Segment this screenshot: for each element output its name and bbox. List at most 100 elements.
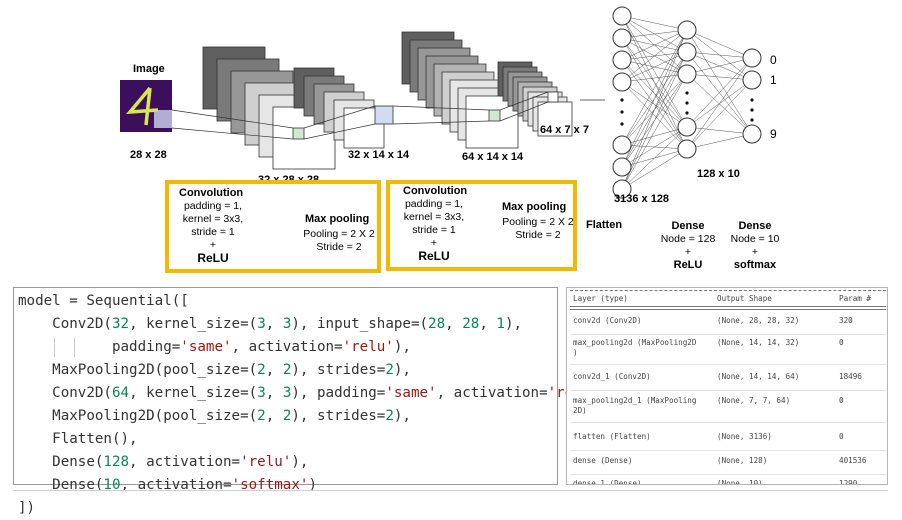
code-token: 2 bbox=[257, 362, 266, 378]
shape-cell: (None, 14, 14, 32) bbox=[717, 338, 800, 347]
code-token: 28 bbox=[462, 316, 480, 332]
synapse bbox=[686, 79, 753, 150]
neuron bbox=[612, 157, 632, 177]
pool-title: Max pooling bbox=[502, 201, 567, 213]
code-token: 2 bbox=[385, 362, 394, 378]
shape-cell: (None, 14, 14, 64) bbox=[717, 372, 800, 381]
synapse bbox=[621, 29, 688, 190]
code-token: ), bbox=[393, 362, 411, 378]
code-token: 10 bbox=[103, 477, 121, 493]
code-token: 1 bbox=[496, 316, 505, 332]
indent-guide bbox=[74, 338, 75, 357]
code-token: , activation= bbox=[436, 385, 548, 401]
ellipsis-dot bbox=[620, 110, 624, 114]
model-summary-table: Layer (type) Output Shape Param # conv2d… bbox=[566, 287, 888, 485]
pool1-size-label: 32 x 14 x 14 bbox=[348, 149, 410, 161]
code-token: 'same' bbox=[180, 339, 232, 355]
synapse bbox=[686, 51, 753, 59]
code-line: MaxPooling2D(pool_size=(2, 2), strides=2… bbox=[14, 359, 557, 382]
synapse bbox=[621, 37, 688, 128]
conv-block-1: Convolution padding = 1, kernel = 3x3, s… bbox=[165, 180, 381, 273]
code-token: padding= bbox=[18, 339, 181, 355]
params-cell: 0 bbox=[839, 432, 844, 441]
code-token: 2 bbox=[257, 408, 266, 424]
layer-cell: conv2d_1 (Conv2D) bbox=[573, 372, 651, 381]
code-token: ), strides= bbox=[291, 408, 386, 424]
neuron bbox=[742, 70, 762, 90]
code-line: Dense(10, activation='softmax') bbox=[14, 474, 557, 497]
code-token: , bbox=[479, 316, 497, 332]
code-token: 128 bbox=[103, 454, 130, 470]
params-cell: 401536 bbox=[839, 456, 867, 465]
synapse bbox=[621, 126, 688, 168]
ellipsis-dot bbox=[620, 98, 624, 102]
conv-title: Convolution bbox=[179, 187, 244, 199]
synapse bbox=[621, 81, 688, 150]
code-token: ), bbox=[504, 316, 523, 332]
output-label-9: 9 bbox=[770, 127, 777, 141]
synapse bbox=[621, 148, 688, 190]
network-graphic bbox=[120, 6, 762, 199]
synapse bbox=[621, 51, 688, 83]
conv-title: Convolution bbox=[403, 185, 468, 197]
synapse bbox=[621, 126, 688, 190]
code-token: MaxPooling2D(pool_size=( bbox=[18, 362, 258, 378]
summary-row-separator bbox=[570, 334, 886, 335]
pool-title: Max pooling bbox=[305, 213, 370, 225]
code-token: , bbox=[265, 385, 283, 401]
code-token: , kernel_size=( bbox=[129, 385, 258, 401]
conv2-size-label: 64 x 14 x 14 bbox=[462, 151, 524, 163]
model-code-block[interactable]: model = Sequential([ Conv2D( 3 2 , kernel_s… bbox=[13, 287, 616, 516]
neuron bbox=[612, 179, 632, 199]
code-line: MaxPooling2D(pool_size=(2, 2), strides=2… bbox=[14, 405, 557, 428]
layer-cell: conv2d (Conv2D) bbox=[573, 316, 642, 325]
neuron bbox=[612, 28, 632, 48]
pool-highlight bbox=[547, 91, 559, 103]
conv-params: padding = 1, kernel = 3x3, stride = 1 + … bbox=[171, 200, 255, 265]
neuron bbox=[612, 50, 632, 70]
layer-cell: dense (Dense) bbox=[573, 456, 633, 465]
synapse bbox=[621, 29, 688, 61]
ellipsis-dot bbox=[685, 101, 689, 105]
code-token: 'softmax' bbox=[231, 477, 309, 493]
projection-line bbox=[171, 127, 294, 140]
code-line: Conv2D(32, kernel_size=(3, 3), input_sha… bbox=[14, 313, 557, 336]
projection-line bbox=[171, 109, 294, 129]
code-token: Flatten(), bbox=[18, 431, 138, 447]
neuron bbox=[677, 42, 697, 62]
shape-cell: (None, 3136) bbox=[717, 432, 772, 441]
code-token: ) bbox=[308, 477, 317, 493]
code-token: 'same' bbox=[385, 385, 437, 401]
synapse bbox=[621, 73, 688, 83]
code-token: 3 bbox=[257, 316, 266, 332]
output-label-0: 0 bbox=[770, 53, 777, 67]
params-cell: 18496 bbox=[839, 372, 862, 381]
summary-row-separator bbox=[570, 450, 886, 451]
synapse bbox=[686, 29, 753, 135]
synapse bbox=[621, 29, 688, 146]
pool-highlight bbox=[374, 105, 394, 125]
bottom-divider bbox=[13, 490, 888, 491]
params-cell: 0 bbox=[839, 338, 844, 347]
output-label-1: 1 bbox=[770, 73, 777, 87]
params-cell: 0 bbox=[839, 396, 844, 405]
pool-params: Pooling = 2 X 2 Stride = 2 bbox=[502, 216, 574, 241]
pool1-stack bbox=[293, 67, 385, 149]
code-token: , bbox=[265, 408, 283, 424]
synapse bbox=[686, 73, 753, 135]
ellipsis-dot bbox=[750, 108, 754, 112]
synapse bbox=[686, 126, 753, 135]
synapse bbox=[686, 57, 753, 128]
synapse bbox=[621, 29, 688, 83]
shape-cell: (None, 7, 7, 64) bbox=[717, 396, 791, 405]
image-size-label: 28 x 28 bbox=[130, 149, 167, 161]
flatten-label: Flatten bbox=[586, 219, 623, 231]
code-token: 2 bbox=[282, 362, 292, 378]
code-token: , activation= bbox=[120, 477, 232, 493]
code-token: 64 bbox=[111, 385, 130, 401]
code-line: model = Sequential([ bbox=[14, 290, 557, 313]
code-token: Conv2D( bbox=[18, 316, 112, 332]
neuron bbox=[677, 64, 697, 84]
synapse bbox=[621, 126, 688, 146]
ellipsis-dot bbox=[685, 111, 689, 115]
